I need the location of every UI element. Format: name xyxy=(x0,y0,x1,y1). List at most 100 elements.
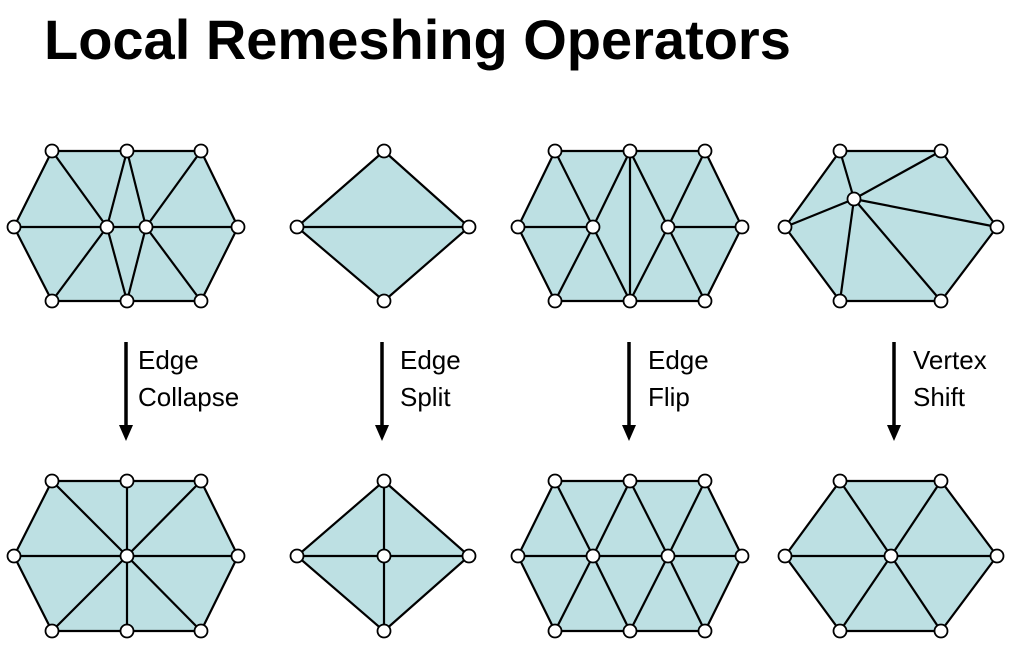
shift-after-mesh xyxy=(777,473,1005,639)
vertex-shift-label: Vertex Shift xyxy=(913,342,987,416)
mesh-edge xyxy=(554,555,594,632)
mesh-vertex xyxy=(622,293,638,309)
mesh-vertex xyxy=(461,548,477,564)
mesh-vertex xyxy=(832,293,848,309)
mesh-edge xyxy=(890,480,942,557)
mesh-edge xyxy=(592,150,631,228)
mesh-edge xyxy=(105,226,129,302)
mesh-vertex xyxy=(697,473,713,489)
mesh-vertex xyxy=(777,219,793,235)
mesh-edge xyxy=(629,555,669,632)
mesh-vertex xyxy=(697,623,713,639)
mesh-vertex xyxy=(510,219,526,235)
mesh-edge xyxy=(145,226,202,302)
mesh-vertex xyxy=(660,548,676,564)
mesh-edge xyxy=(554,226,594,302)
mesh-vertex xyxy=(230,219,246,235)
mesh-edge xyxy=(125,226,148,302)
mesh-vertex xyxy=(376,473,392,489)
mesh-edge xyxy=(784,197,855,229)
arrow-head xyxy=(622,425,636,441)
arrow-head xyxy=(375,425,389,441)
mesh-vertex xyxy=(44,473,60,489)
mesh-vertex xyxy=(697,143,713,159)
mesh-face xyxy=(783,149,999,303)
mesh-vertex xyxy=(289,548,305,564)
mesh-vertex xyxy=(119,143,135,159)
mesh-vertex xyxy=(933,473,949,489)
shift-before-mesh xyxy=(777,143,1005,309)
mesh-vertex xyxy=(138,219,154,235)
mesh-edge xyxy=(839,480,892,557)
mesh-edge xyxy=(629,150,669,228)
mesh-vertex xyxy=(622,623,638,639)
mesh-vertex xyxy=(846,191,862,207)
mesh-edge xyxy=(853,197,998,229)
mesh-vertex xyxy=(933,623,949,639)
mesh-vertex xyxy=(376,623,392,639)
mesh-vertex xyxy=(289,219,305,235)
vertex-shift-arrow xyxy=(887,342,901,441)
arrow-head xyxy=(887,425,901,441)
mesh-edge xyxy=(667,150,706,228)
mesh-vertex xyxy=(585,219,601,235)
mesh-edge xyxy=(839,555,892,632)
edge-split-arrow xyxy=(375,342,389,441)
mesh-vertex xyxy=(6,219,22,235)
mesh-edge xyxy=(890,555,942,632)
mesh-vertex xyxy=(547,293,563,309)
mesh-edge xyxy=(838,198,856,302)
edge-split-label-line2: Split xyxy=(400,382,451,412)
mesh-vertex xyxy=(734,219,750,235)
vertex-shift-label-line2: Shift xyxy=(913,382,966,412)
mesh-vertex xyxy=(230,548,246,564)
mesh-vertex xyxy=(119,623,135,639)
mesh-vertex xyxy=(585,548,601,564)
mesh-vertex xyxy=(547,473,563,489)
collapse-after-mesh xyxy=(6,473,246,639)
mesh-edge xyxy=(51,555,128,632)
mesh-vertex xyxy=(660,219,676,235)
split-after-mesh xyxy=(289,473,477,639)
mesh-edge xyxy=(554,150,594,228)
edge-collapse-label: Edge Collapse xyxy=(138,342,239,416)
mesh-edge xyxy=(592,555,631,632)
edge-flip-label-line2: Flip xyxy=(648,382,690,412)
mesh-vertex xyxy=(989,548,1005,564)
mesh-vertex xyxy=(622,473,638,489)
mesh-edge xyxy=(853,150,942,200)
mesh-edge xyxy=(51,480,128,557)
edge-split-label: Edge Split xyxy=(400,342,461,416)
mesh-edge xyxy=(838,150,856,200)
mesh-edge xyxy=(667,555,706,632)
split-before-mesh xyxy=(289,143,477,309)
mesh-edge xyxy=(629,226,669,302)
mesh-vertex xyxy=(119,548,135,564)
mesh-edge xyxy=(125,150,148,228)
mesh-vertex xyxy=(376,143,392,159)
mesh-edge xyxy=(592,226,631,302)
mesh-vertex xyxy=(777,548,793,564)
mesh-vertex xyxy=(119,473,135,489)
mesh-vertex xyxy=(44,623,60,639)
mesh-edge xyxy=(853,198,942,302)
mesh-vertex xyxy=(99,219,115,235)
mesh-edge xyxy=(105,150,129,228)
mesh-edge xyxy=(51,150,108,228)
mesh-vertex xyxy=(193,473,209,489)
vertex-shift-label-line1: Vertex xyxy=(913,345,987,375)
flip-after-mesh xyxy=(510,473,750,639)
mesh-vertex xyxy=(193,293,209,309)
mesh-vertex xyxy=(510,548,526,564)
mesh-vertex xyxy=(989,219,1005,235)
mesh-edge xyxy=(51,226,108,302)
mesh-vertex xyxy=(376,548,392,564)
edge-split-label-line1: Edge xyxy=(400,345,461,375)
mesh-vertex xyxy=(622,143,638,159)
edge-flip-arrow xyxy=(622,342,636,441)
slide-title: Local Remeshing Operators xyxy=(44,8,791,71)
mesh-edge xyxy=(126,480,202,557)
collapse-before-mesh xyxy=(6,143,246,309)
edge-flip-label-line1: Edge xyxy=(648,345,709,375)
